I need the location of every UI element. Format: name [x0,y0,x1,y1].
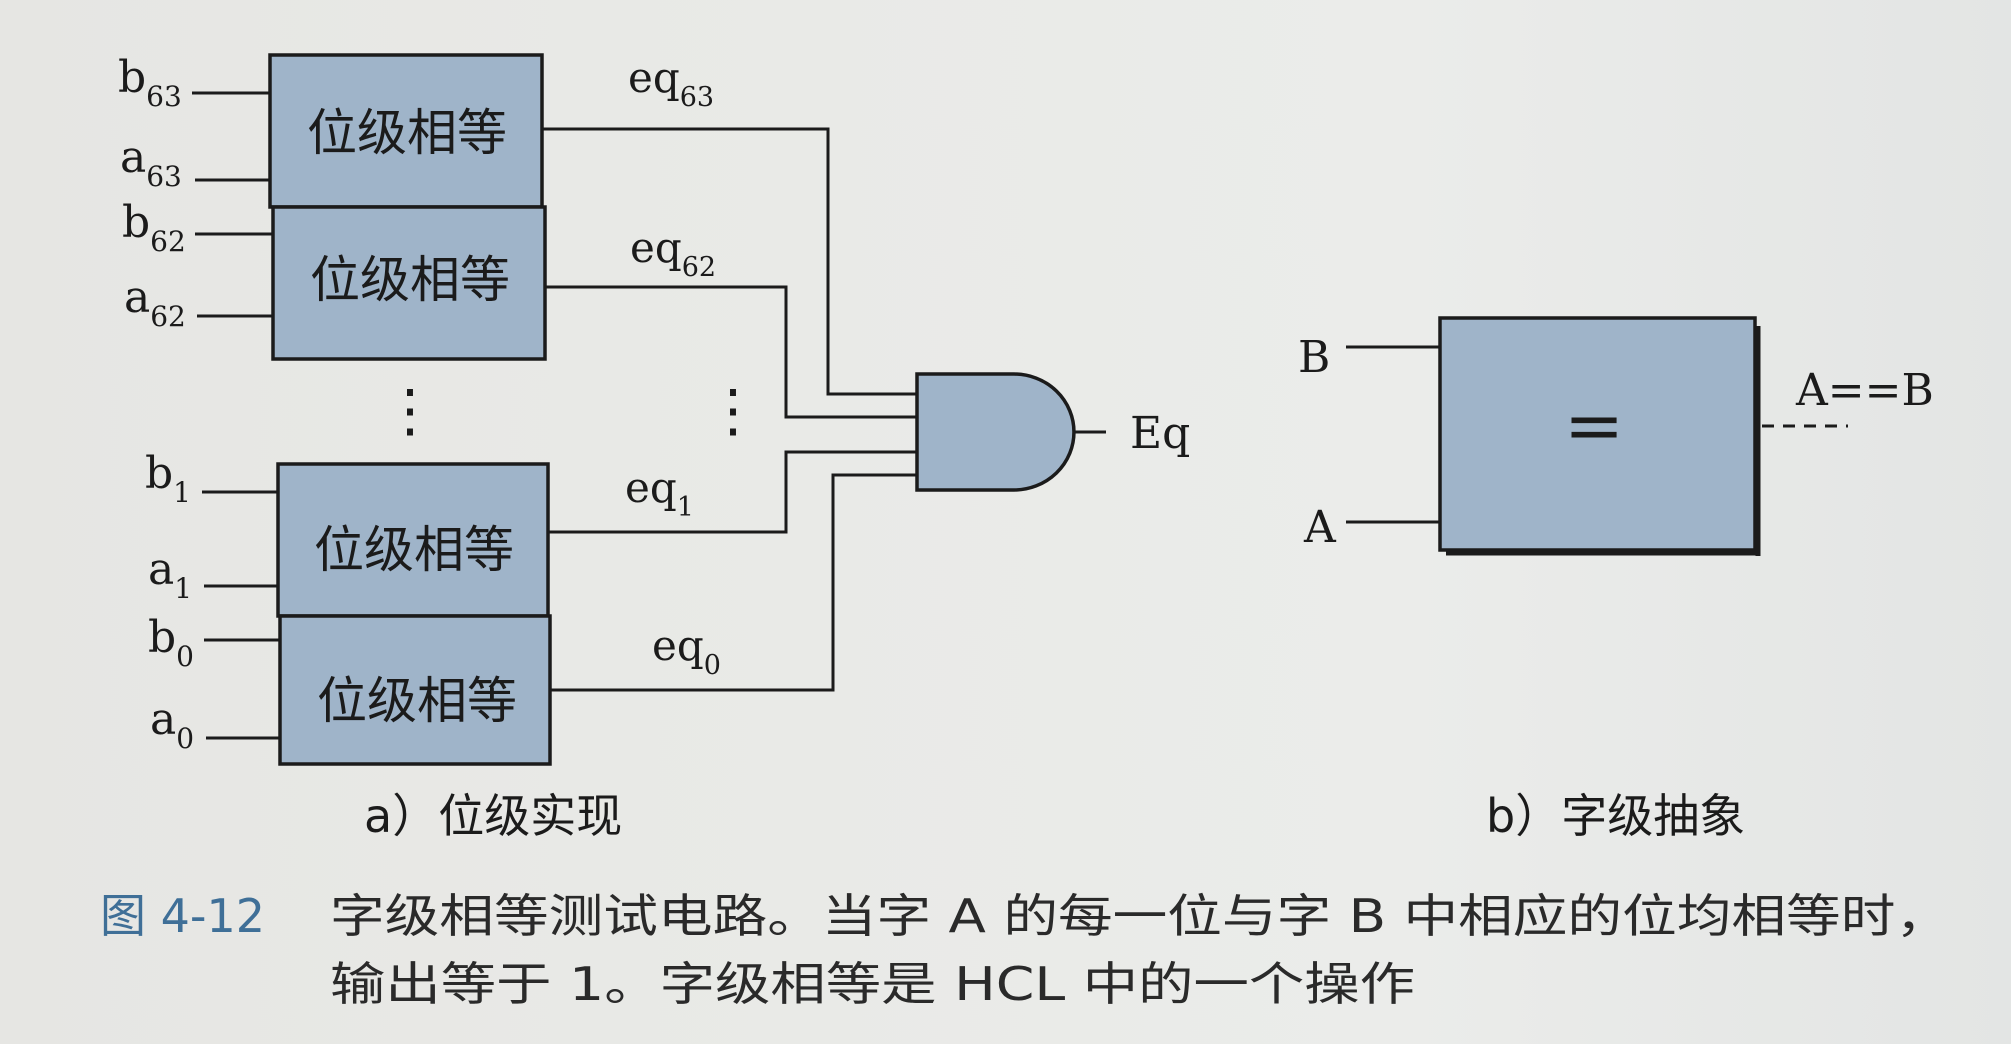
figure-number: 图 4-12 [100,889,265,943]
wire-eq0 [550,473,917,692]
label-a1: a1 [148,544,192,605]
label-input-a: A [1303,502,1337,553]
label-a62: a62 [124,272,186,333]
wire-eq1 [548,450,917,534]
bit-equal-box-1 [276,462,550,618]
bit-equal-label-1: 位级相等 [314,521,514,579]
caption-line-1: 字级相等测试电路。当字 A 的每一位与字 B 中相应的位均相等时， [330,889,1950,943]
subcaption-b: b）字级抽象 [1486,789,1745,843]
word-level-abstraction: = B A A==B [1298,316,1934,556]
label-output: A==B [1795,365,1934,416]
label-b62: b62 [122,197,186,258]
bit-equal-label-62: 位级相等 [310,251,510,309]
wire-eq62 [545,285,917,419]
caption-line-2: 输出等于 1。字级相等是 HCL 中的一个操作 [330,957,1415,1011]
ellipsis-bits: ⋮ [381,376,439,444]
wire-eq63 [542,127,917,396]
label-eq-output: Eq [1130,408,1190,459]
bit-equal-label-63: 位级相等 [307,104,507,162]
bit-level-implementation: 位级相等 位级相等 位级相等 位级相等 b63 a63 b62 a62 b1 a… [118,52,1190,766]
and-gate [915,372,1076,492]
bit-equal-box-63 [268,53,544,209]
label-a0: a0 [150,694,194,755]
label-a63: a63 [120,132,182,193]
label-eq63: eq63 [628,53,714,113]
label-b0: b0 [148,612,194,673]
ellipsis-eq: ⋮ [704,376,762,444]
label-eq0: eq0 [652,621,721,681]
word-equal-box [1438,316,1757,552]
bit-equal-box-62 [271,205,547,361]
label-b1: b1 [145,448,191,509]
label-b63: b63 [118,52,182,113]
equals-symbol: = [1564,383,1624,467]
label-eq1: eq1 [625,463,694,523]
bit-equal-label-0: 位级相等 [317,672,517,730]
label-eq62: eq62 [630,223,716,283]
label-input-b: B [1298,332,1330,383]
subcaption-a: a）位级实现 [364,789,622,843]
bit-equal-box-0 [278,614,552,766]
